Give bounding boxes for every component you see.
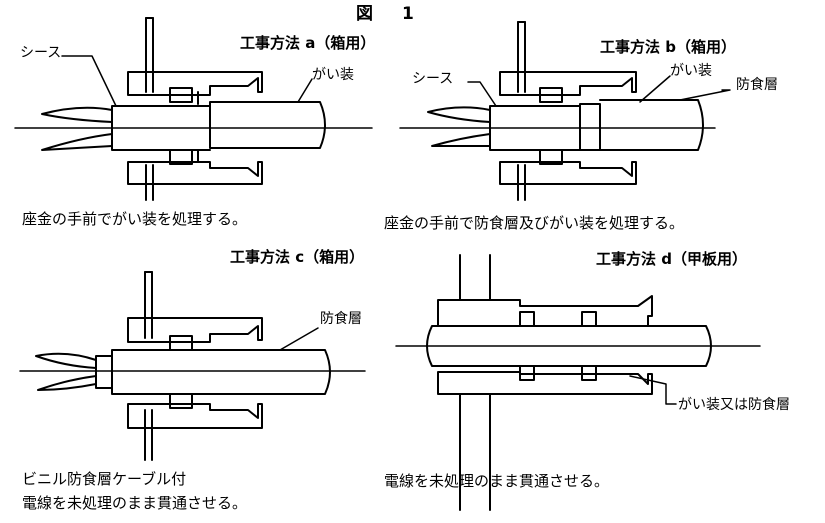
panel-a-gland-lower [127, 161, 263, 185]
panel-d-nut-top-2 [581, 311, 597, 327]
panel-b-drawing [399, 21, 731, 201]
panel-c-core-lower [37, 375, 97, 391]
panel-d-label: がい装又は防食層 [678, 397, 790, 413]
panel-b-corrosion-layer [579, 103, 601, 151]
panel-a-label-sheath: シース [20, 45, 62, 61]
panel-b-core-lower [431, 133, 491, 147]
panel-c-cable [111, 349, 331, 395]
panel-b-gland-upper [499, 71, 637, 96]
panel-d-method-title: 工事方法 d（甲板用） [596, 250, 747, 268]
panel-a-sheath [111, 105, 211, 151]
panel-b-caption: 座金の手前で防食層及びがい装を処理する。 [384, 214, 685, 232]
panel-a-caption: 座金の手前でがい装を処理する。 [22, 210, 248, 228]
panel-b-method-title: 工事方法 b（箱用） [600, 38, 736, 56]
panel-b-label-sheath: シース [412, 71, 454, 87]
panel-b-leader-sheath [467, 81, 497, 107]
panel-b-core-upper [427, 106, 491, 123]
panel-c-cable-end [95, 355, 113, 389]
panel-c-caption-line-1: ビニル防食層ケーブル付 [22, 470, 187, 488]
panel-c-core-upper [35, 352, 97, 369]
panel-a-armour-cable [209, 101, 326, 149]
panel-a-label-armour: がい装 [312, 67, 354, 83]
panel-d-nut-top [519, 311, 535, 327]
panel-c-nut-bottom [169, 393, 193, 409]
panel-b-sheath [489, 105, 581, 151]
panel-b-label-corrosion: 防食層 [736, 77, 778, 93]
panel-c-drawing [19, 271, 366, 461]
panel-a-leader-armour [297, 78, 313, 103]
panel-c-caption-line-2: 電線を未処理のまま貫通させる。 [22, 494, 248, 512]
panel-d-gland-lower [437, 371, 653, 395]
panel-d-leader [629, 375, 677, 405]
panel-d-gland-upper [437, 295, 653, 327]
panel-b-leader-corrosion [679, 89, 731, 101]
panel-b-nut-top [539, 87, 563, 103]
panel-d-cable [426, 325, 712, 367]
panel-b-armour-cable [599, 99, 704, 151]
panel-a-leader-sheath [61, 55, 117, 107]
panel-c-gland-upper [127, 317, 263, 343]
panel-a-method-title: 工事方法 a（箱用） [240, 34, 376, 52]
panel-a-core-lower [41, 133, 113, 151]
panel-d-caption: 電線を未処理のまま貫通させる。 [384, 472, 610, 490]
panel-a-gland-upper [127, 71, 263, 96]
panel-b-label-armour: がい装 [670, 63, 712, 79]
panel-d-drawing [395, 254, 761, 511]
panel-c-leader-corrosion [279, 327, 319, 351]
panel-c-gland-lower [127, 403, 263, 429]
panel-a-drawing [14, 17, 373, 201]
panel-a-core-upper [41, 106, 113, 123]
figure-title: 図 1 [356, 4, 420, 24]
panel-c-method-title: 工事方法 c（箱用） [230, 248, 365, 266]
panel-c-label-corrosion: 防食層 [320, 311, 362, 327]
panel-a-nut-top [169, 87, 193, 103]
panel-b-gland-lower [499, 161, 637, 185]
panel-b-leader-armour [639, 75, 671, 103]
